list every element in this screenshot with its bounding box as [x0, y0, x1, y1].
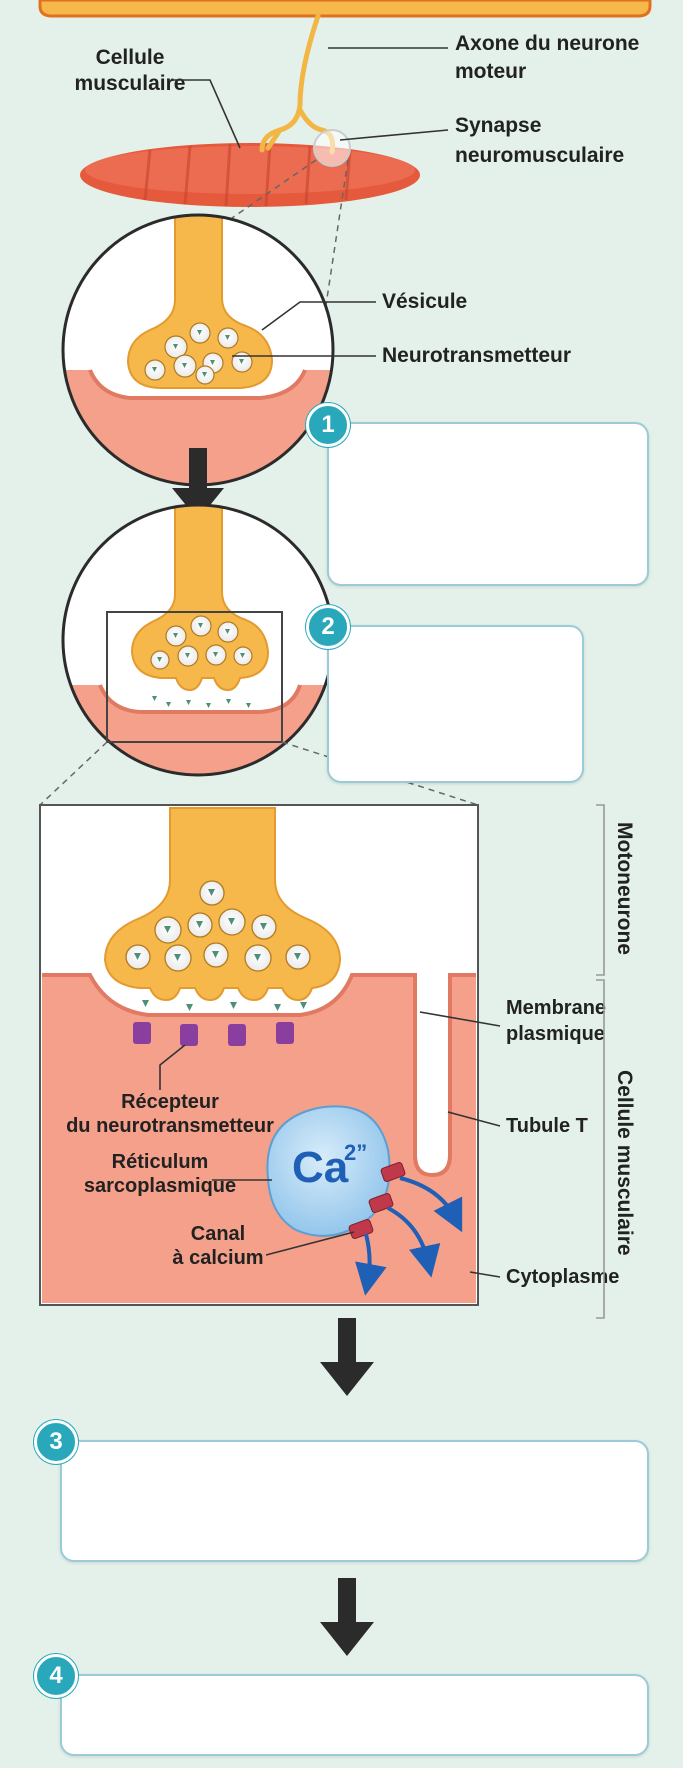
answer-box-step-3[interactable]: [60, 1440, 649, 1562]
muscle-cell-bracket-label: Cellule musculaire: [613, 1070, 636, 1256]
channel-label-1: Canal: [191, 1223, 245, 1245]
vesicle-label: Vésicule: [382, 290, 467, 313]
receptor-label-2: du neurotransmetteur: [66, 1115, 274, 1137]
motor-axon-label-2: moteur: [455, 60, 526, 83]
cytoplasm-label: Cytoplasme: [506, 1266, 619, 1288]
step-badge-2: 2: [306, 605, 350, 649]
answer-box-step-4[interactable]: [60, 1674, 649, 1756]
header-banner: [40, 0, 650, 16]
step-badge-4: 4: [34, 1654, 78, 1698]
synapse-label-2: neuromusculaire: [455, 144, 624, 167]
synapse-zoom-circle: [314, 130, 350, 166]
motor-axon-label-1: Axone du neurone: [455, 32, 639, 55]
step-badge-3: 3: [34, 1420, 78, 1464]
calcium-charge: 2”: [344, 1140, 367, 1165]
answer-box-step-1[interactable]: [327, 422, 649, 586]
overview-muscle-cell: [80, 143, 420, 207]
membrane-label-2: plasmique: [506, 1023, 605, 1045]
t-tubule-label: Tubule T: [506, 1115, 588, 1137]
reticulum-label-1: Réticulum: [112, 1151, 209, 1173]
neurotransmitter-label: Neurotransmetteur: [382, 344, 571, 367]
calcium-symbol: Ca: [292, 1143, 349, 1192]
muscle-cell-label-2: musculaire: [75, 72, 186, 95]
synapse-label-1: Synapse: [455, 114, 541, 137]
muscle-cell-label-1: Cellule: [96, 46, 165, 69]
receptor-label-1: Récepteur: [121, 1091, 219, 1113]
step-badge-1: 1: [306, 403, 350, 447]
motoneuron-bracket-label: Motoneurone: [613, 822, 636, 955]
membrane-label-1: Membrane: [506, 997, 606, 1019]
answer-box-step-2[interactable]: [327, 625, 584, 783]
reticulum-label-2: sarcoplasmique: [84, 1175, 236, 1197]
detailed-synapse-panel: Ca 2”: [40, 805, 478, 1305]
channel-label-2: à calcium: [172, 1247, 263, 1269]
